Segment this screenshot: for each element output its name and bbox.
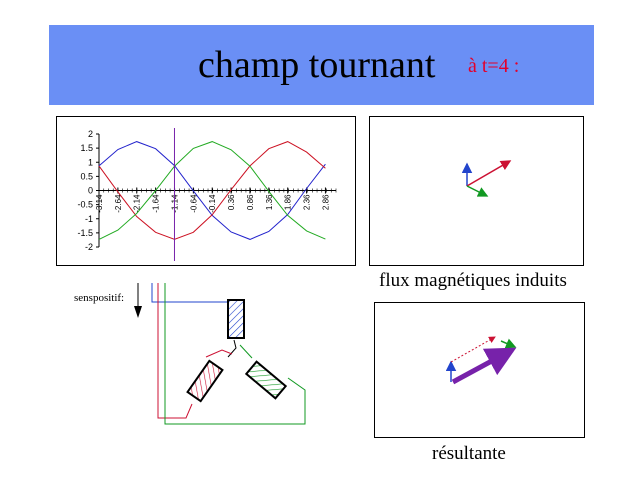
y-tick-label: 1: [88, 157, 93, 167]
page-title: champ tournant: [198, 44, 436, 86]
x-tick-label: 2.86: [321, 194, 330, 210]
y-tick-label: 2: [88, 129, 93, 139]
title-banner: [49, 25, 594, 105]
y-tick-label: -1.5: [77, 228, 93, 238]
positive-direction-label: senspositif:: [74, 292, 125, 304]
coil-icon: [227, 299, 245, 339]
x-tick-label: -0.14: [208, 194, 217, 213]
flux-vector-red: [466, 160, 512, 187]
neutral-link-green: [239, 344, 253, 359]
x-tick-label: -3.14: [95, 194, 104, 213]
wire-phase-2: [157, 283, 193, 419]
y-tick-label: 0: [88, 186, 93, 196]
time-label: à t=4 :: [468, 55, 520, 77]
y-tick-label: 1.5: [80, 143, 93, 153]
x-tick-label: -2.14: [133, 194, 142, 213]
x-tick-label: -2.64: [114, 194, 123, 213]
y-tick-label: -2: [85, 242, 93, 252]
coil-icon: [186, 359, 224, 403]
flux-caption: flux magnétiques induits: [379, 270, 567, 291]
x-tick-label: 1.86: [284, 194, 293, 210]
star-neutral: [227, 339, 237, 358]
x-tick-label: 0.36: [227, 194, 236, 210]
resultant-vector: [451, 347, 517, 385]
wire-phase-1: [151, 283, 228, 303]
resultant-vector-green: [500, 338, 517, 349]
x-tick-label: 0.86: [246, 194, 255, 210]
flux-vector-green: [466, 185, 489, 197]
x-tick-label: 1.36: [265, 194, 274, 210]
y-tick-label: -0.5: [77, 200, 93, 210]
series-line-3: [98, 141, 326, 240]
x-tick-label: -1.64: [152, 194, 161, 213]
neutral-link-red: [205, 349, 233, 358]
x-tick-label: -0.64: [189, 194, 198, 213]
wire-phase-3: [164, 283, 306, 425]
arrow-down-icon: [134, 283, 142, 318]
y-tick-label: 0.5: [80, 171, 93, 181]
x-tick-label: 2.36: [303, 194, 312, 210]
coil-icon: [244, 360, 288, 400]
y-tick-label: -1: [85, 214, 93, 224]
resultant-vector-red: [450, 336, 496, 363]
series-line-2: [98, 141, 326, 240]
resultant-caption: résultante: [432, 443, 506, 464]
